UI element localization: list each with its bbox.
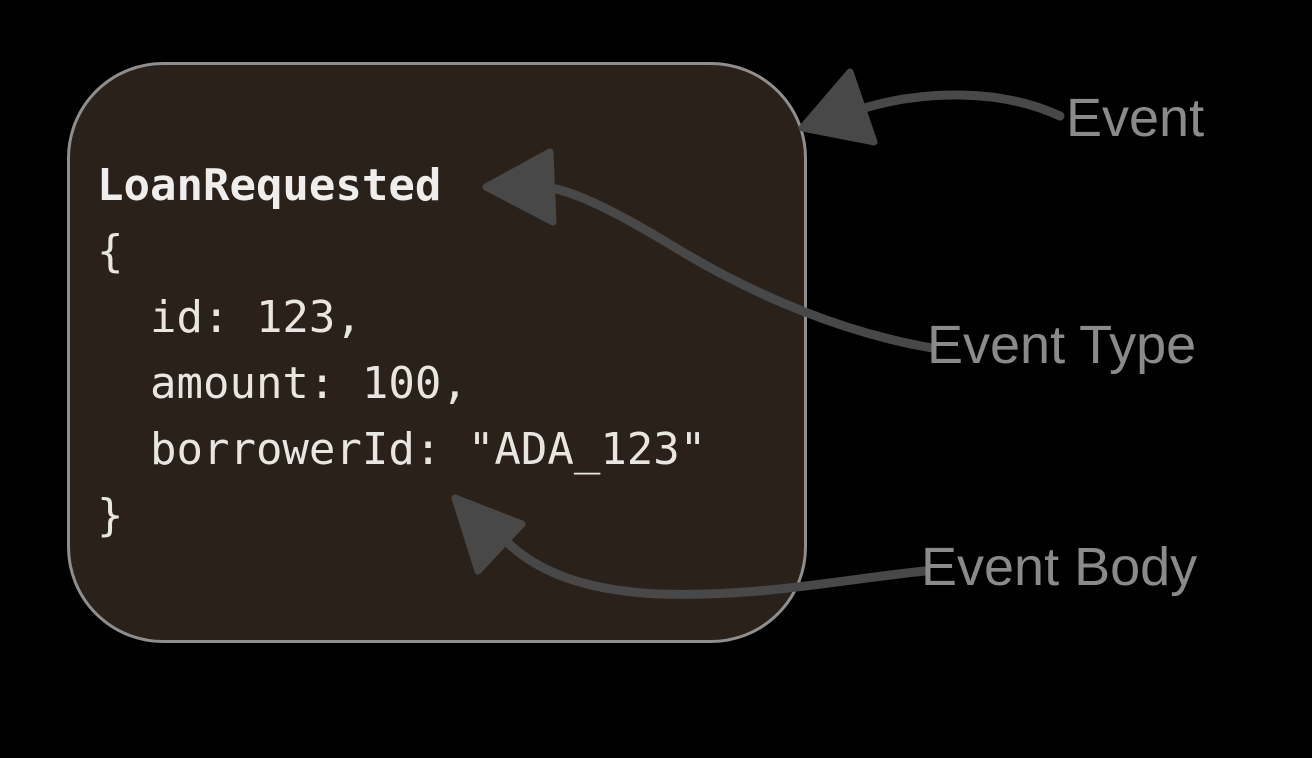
label-event: Event (1066, 88, 1205, 148)
event-body-line: } (97, 490, 124, 541)
event-code-block: LoanRequested { id: 123, amount: 100, bor… (97, 153, 706, 549)
event-body-line: { (97, 226, 124, 277)
event-body-line: id: 123, (97, 292, 362, 343)
event-body-line: amount: 100, (97, 358, 468, 409)
event-body-line: borrowerId: "ADA_123" (97, 424, 707, 475)
label-event-body: Event Body (921, 537, 1198, 597)
event-arrow (798, 68, 1065, 146)
label-event-type: Event Type (927, 315, 1197, 375)
event-type-title: LoanRequested (97, 160, 442, 211)
